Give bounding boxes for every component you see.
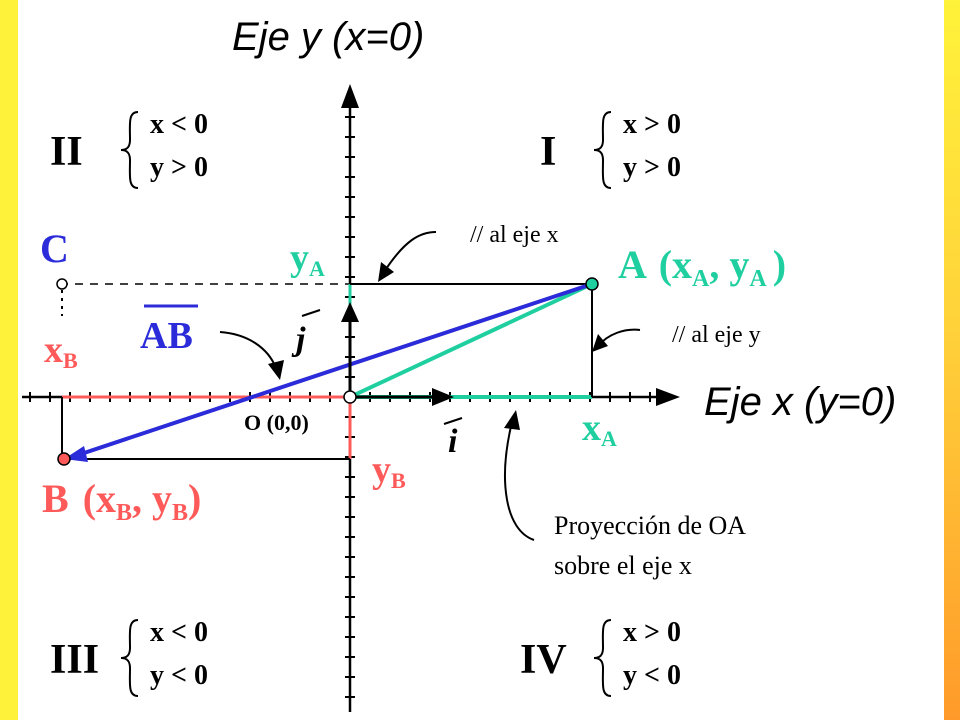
axis-ticks bbox=[29, 116, 651, 698]
quadrant-4-numeral: IV bbox=[520, 637, 567, 683]
unit-vector-i-head bbox=[432, 388, 454, 406]
quadrant-4-cond-y: y < 0 bbox=[623, 660, 681, 691]
quadrant-4-cond-x: x > 0 bbox=[623, 617, 681, 648]
point-c-label: C bbox=[40, 226, 69, 271]
unit-vector-i-label: i bbox=[448, 423, 458, 460]
pointer-projection bbox=[504, 421, 535, 541]
quadrant-2-cond-x: x < 0 bbox=[150, 109, 208, 140]
pointer-parallel-x-head bbox=[378, 262, 394, 282]
pointer-ab-head bbox=[268, 360, 284, 380]
xa-label: xA bbox=[582, 407, 617, 451]
x-axis-title: Eje x (y=0) bbox=[704, 380, 896, 424]
point-a-marker bbox=[585, 277, 599, 291]
pointer-ab bbox=[219, 331, 277, 369]
right-gradient-border bbox=[944, 0, 960, 720]
unit-vector-j-head bbox=[341, 302, 359, 322]
ya-label: yA bbox=[290, 237, 325, 281]
vector-ab-label: AB bbox=[140, 315, 193, 357]
quadrant-1-cond-x: x > 0 bbox=[623, 109, 681, 140]
projection-annotation-line2: sobre el eje x bbox=[554, 551, 692, 580]
quadrant-2-cond-y: y > 0 bbox=[150, 152, 208, 183]
point-b-label: B (xB, yB) bbox=[42, 476, 201, 526]
projection-annotation-line1: Proyección de OA bbox=[554, 511, 746, 540]
unit-vector-j-overarrow bbox=[301, 309, 321, 317]
parallel-x-annotation: // al eje x bbox=[470, 222, 559, 248]
vector-ab bbox=[77, 282, 593, 457]
origin-label: O (0,0) bbox=[244, 410, 309, 435]
left-yellow-border bbox=[0, 0, 18, 720]
pointer-parallel-x bbox=[383, 231, 437, 273]
y-axis-arrow bbox=[341, 84, 359, 108]
vector-oa bbox=[349, 282, 593, 399]
pointer-parallel-y-head bbox=[592, 334, 608, 352]
quadrant-2-numeral: II bbox=[50, 129, 83, 175]
point-a-label: A (xA, yA) bbox=[618, 242, 786, 292]
quadrant-braces bbox=[120, 111, 612, 697]
point-b-marker bbox=[57, 452, 71, 466]
point-c-marker bbox=[56, 278, 68, 290]
pointer-projection-head bbox=[504, 410, 520, 430]
y-axis-title: Eje y (x=0) bbox=[232, 15, 424, 59]
unit-vector-j-label: j bbox=[291, 321, 306, 358]
origin-marker bbox=[343, 390, 357, 404]
quadrant-1-cond-y: y > 0 bbox=[623, 152, 681, 183]
x-axis-arrow bbox=[656, 388, 680, 406]
yb-label: yB bbox=[372, 449, 406, 493]
quadrant-3-numeral: III bbox=[50, 637, 99, 683]
quadrant-1-numeral: I bbox=[540, 129, 556, 175]
quadrant-3-cond-x: x < 0 bbox=[150, 617, 208, 648]
unit-vector-i-overarrow bbox=[443, 417, 463, 425]
parallel-y-annotation: // al eje y bbox=[672, 322, 761, 348]
quadrant-3-cond-y: y < 0 bbox=[150, 660, 208, 691]
xb-label: xB bbox=[44, 329, 78, 373]
